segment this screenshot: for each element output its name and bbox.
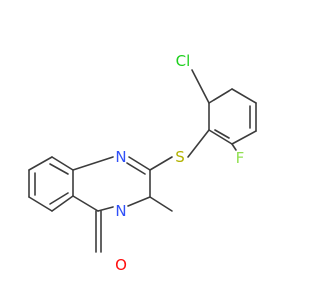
c4a-c4-bond [72, 195, 99, 212]
aryl-inner-bond-c [214, 129, 230, 139]
sulfur-atom-label: S [175, 148, 185, 166]
benzo-bond-1 [51, 156, 74, 171]
c4-n3-bond [97, 206, 114, 212]
benzo-inner-bond-a [49, 163, 69, 175]
c2-n1-double-bond-a [128, 156, 151, 171]
molecule-structure: Cl F S N N O [28, 52, 257, 274]
n3-c2-link-bond [127, 196, 151, 207]
aryl-bond-5 [208, 129, 233, 145]
benzo-bond-3 [51, 195, 74, 212]
sulfur-ch2-bond [187, 129, 210, 158]
ring-nitrogen-label: N [115, 148, 126, 166]
aryl-chlorine-bond [191, 69, 210, 104]
carbonyl-oxygen-label: O [115, 256, 127, 274]
chlorine-atom-label: Cl [176, 52, 191, 70]
n3-methyl-bond [149, 196, 173, 212]
aryl-bond-2 [231, 88, 257, 104]
atom-labels: Cl F S N N O [115, 52, 244, 274]
benzo-bond-6 [28, 156, 53, 171]
aryl-inner-bond-a [213, 90, 230, 101]
aryl-bond-4 [231, 130, 257, 145]
methyl-nitrogen-label: N [115, 202, 126, 220]
bond-lines [28, 69, 257, 253]
benzo-bond-4 [28, 196, 53, 212]
aryl-fluorine-bond [231, 143, 237, 151]
fluorine-atom-label: F [236, 149, 245, 167]
benzo-inner-bond-c [49, 192, 69, 205]
c2-sulfur-bond [149, 156, 173, 171]
c2-n1-double-bond-b [126, 162, 146, 175]
fused-to-n1-bond [72, 156, 114, 171]
